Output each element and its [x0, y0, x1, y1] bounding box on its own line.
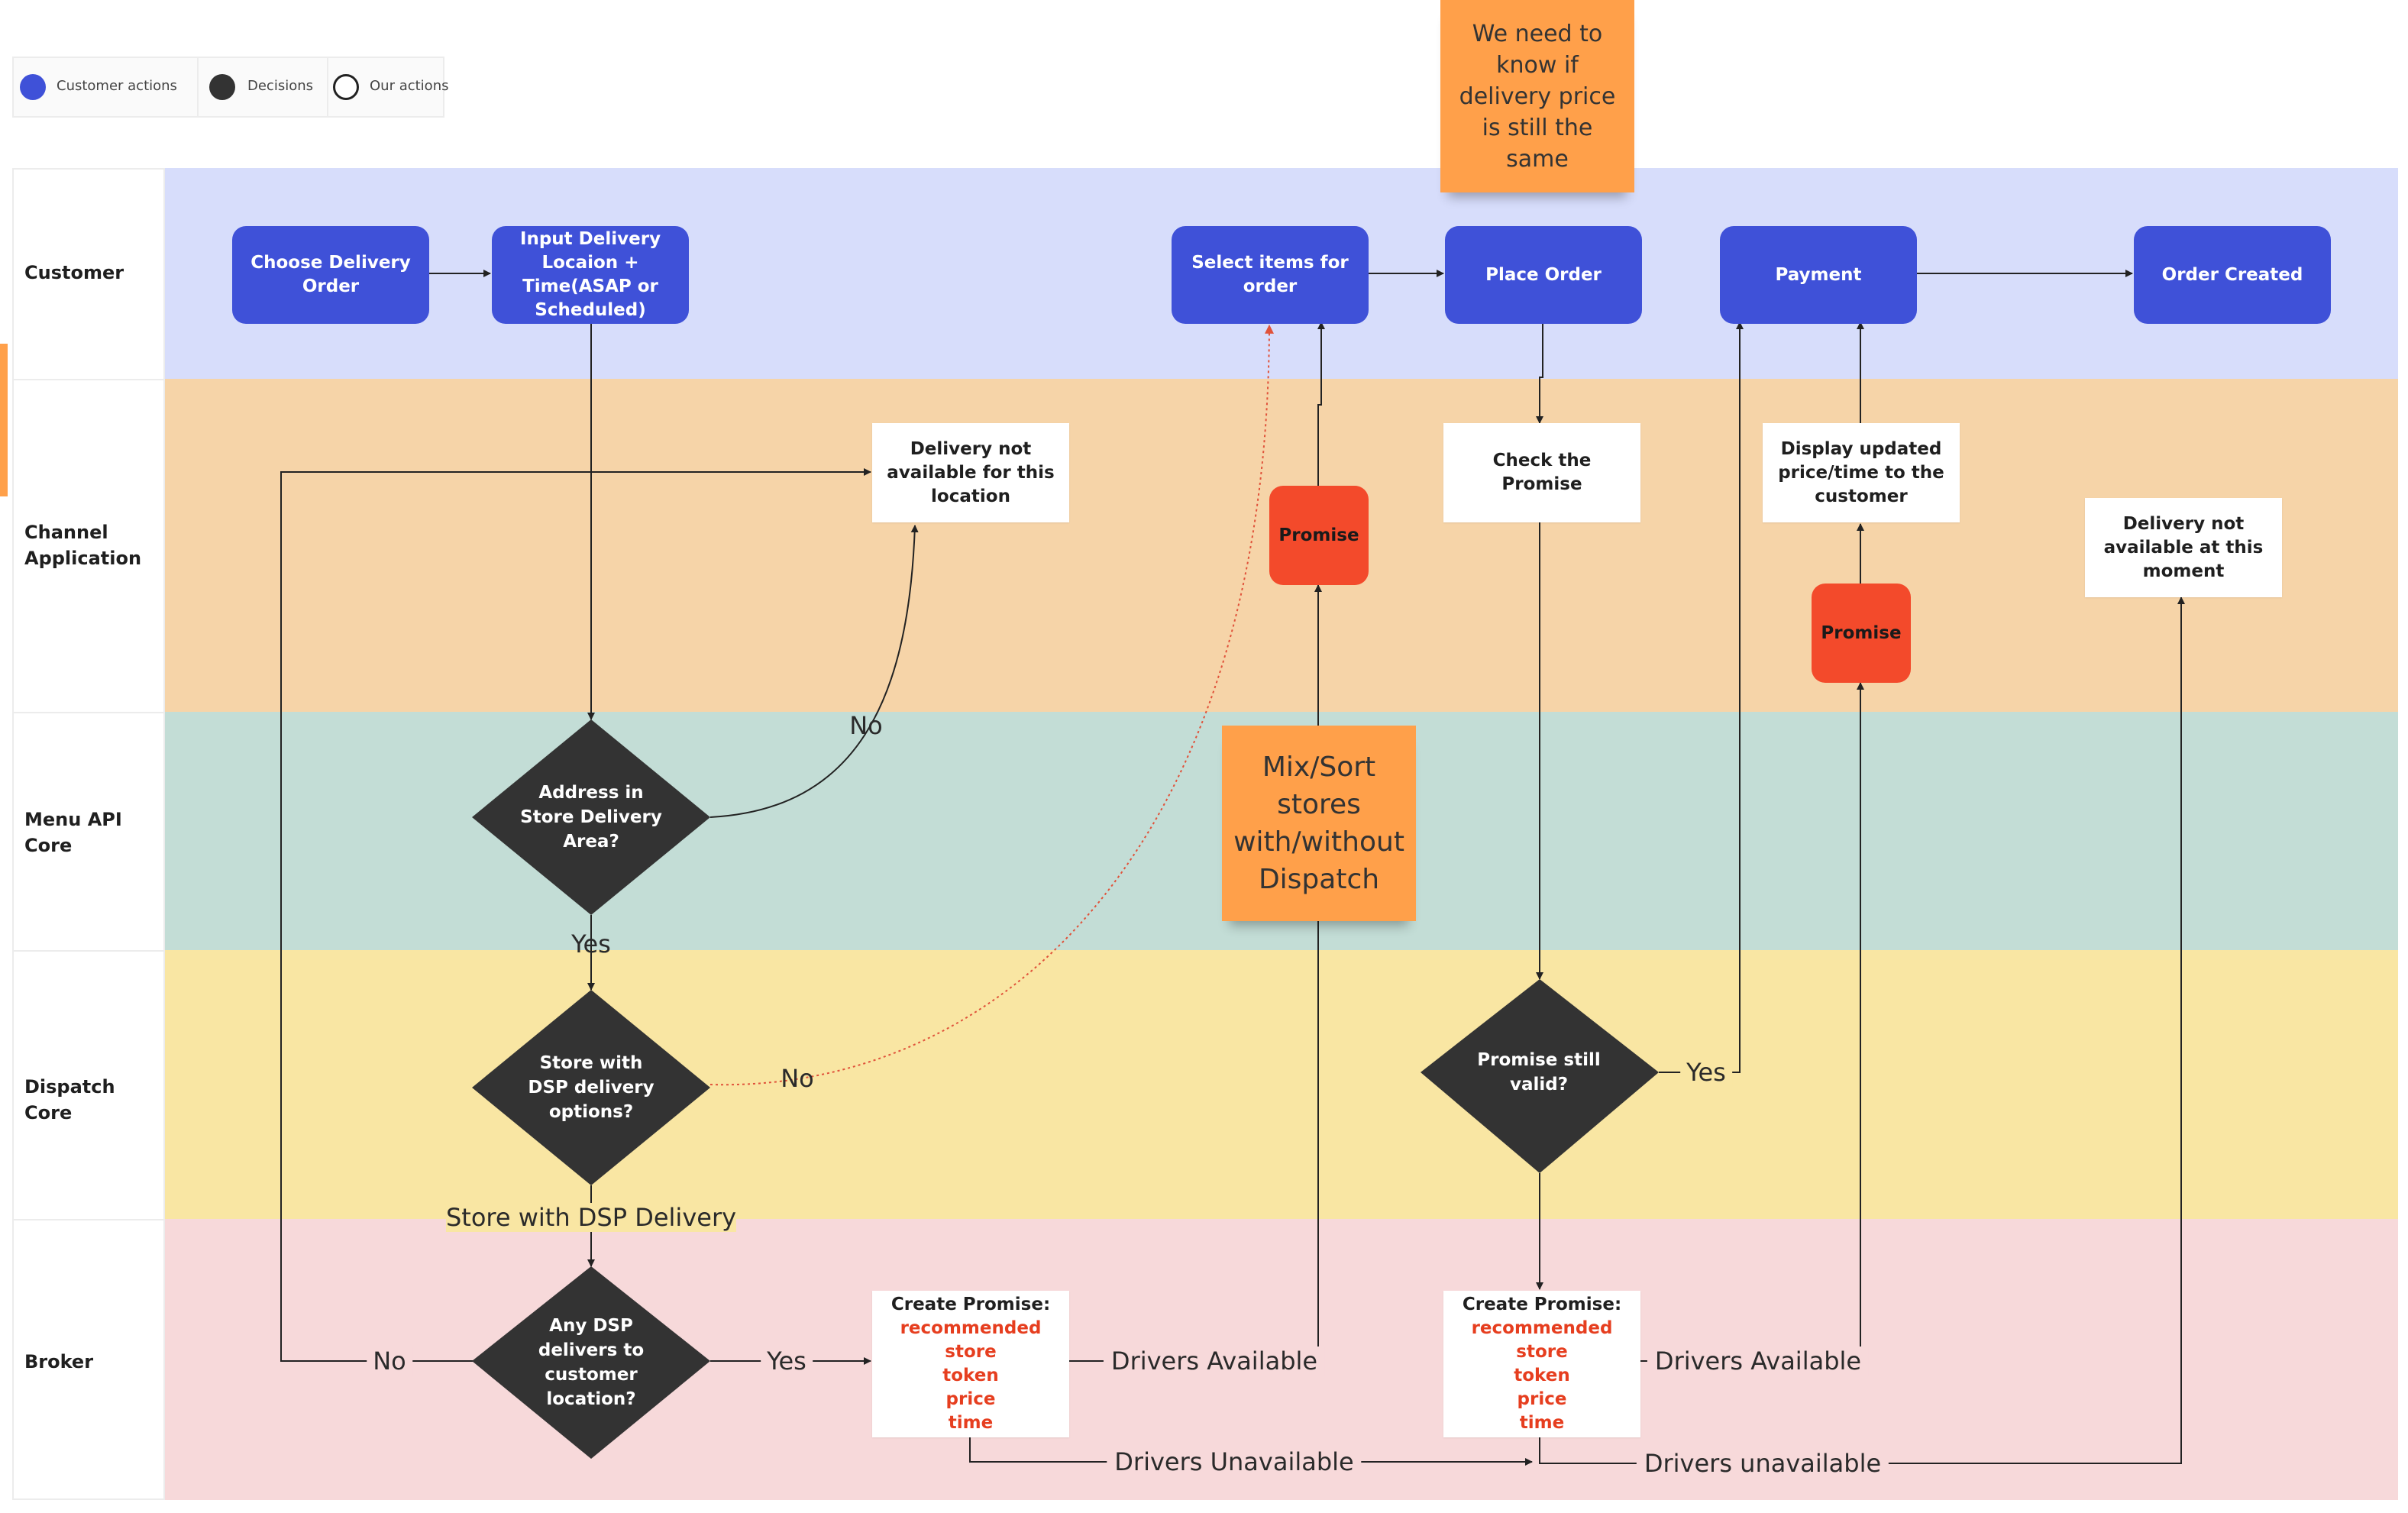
our-actions-dot-icon [333, 74, 359, 100]
edge-label-address-no: No [849, 711, 883, 740]
delivery-not-available-location-node: Delivery not available for this location [872, 423, 1069, 522]
edge-label-drivers-available-1: Drivers Available [1103, 1347, 1326, 1376]
diamond-any-dsp [472, 1266, 710, 1459]
lane-broker-header [12, 1219, 165, 1500]
sticky-note-delivery-price: We need to know if delivery price is sti… [1440, 0, 1634, 192]
create-promise-line: time [1519, 1413, 1565, 1433]
promise-node-2: Promise [1812, 584, 1911, 683]
customer-actions-dot-icon [20, 74, 46, 100]
lane-dispatch-core-header [12, 950, 165, 1220]
order-created-node[interactable]: Order Created [2134, 226, 2331, 324]
edge-drivers-available-2 [1639, 682, 1864, 1362]
input-delivery-location-node[interactable]: Input Delivery Locaion + Time(ASAP or Sc… [492, 226, 689, 324]
create-promise-line: time [948, 1413, 994, 1433]
any-dsp-label: Any DSP delivers to customer location? [538, 1316, 645, 1409]
legend-item-decisions: Decisions [197, 58, 328, 116]
edge-drivers-available-1 [1068, 584, 1322, 1362]
edge-label-store-with-dsp-delivery: Store with DSP Delivery [445, 1203, 737, 1232]
check-promise-node: Check the Promise [1443, 423, 1640, 522]
create-promise-title: Create Promise: [1462, 1295, 1622, 1314]
sticky-note-mix-sort: Mix/Sort stores with/without Dispatch [1222, 726, 1416, 921]
promise-valid-label: Promise still valid? [1477, 1050, 1601, 1094]
side-tab-marker [0, 344, 8, 496]
edge-label-anydsp-yes: Yes [761, 1347, 813, 1376]
create-promise-node-2: Create Promise: recommended store token … [1443, 1291, 1640, 1437]
create-promise-line: recommended store [1471, 1318, 1613, 1362]
diamond-promise-valid [1421, 979, 1659, 1173]
edge-address-no [709, 525, 919, 818]
diamond-store-with-dsp [472, 990, 710, 1185]
create-promise-line: price [945, 1389, 996, 1409]
create-promise-line: price [1517, 1389, 1567, 1409]
edge-place-to-check [1536, 322, 1543, 424]
edge-label-drivers-unavailable-1: Drivers Unavailable [1107, 1447, 1362, 1476]
place-order-node[interactable]: Place Order [1445, 226, 1642, 324]
lane-label-customer: Customer [24, 262, 124, 283]
legend-label: Decisions [247, 78, 314, 94]
promise-node-1: Promise [1269, 486, 1369, 585]
create-promise-title: Create Promise: [890, 1295, 1051, 1314]
legend-item-customer-actions: Customer actions [14, 58, 199, 116]
create-promise-node-1: Create Promise: recommended store token … [872, 1291, 1069, 1437]
edge-label-anydsp-no: No [367, 1347, 412, 1376]
lane-label-menu-api-core: Menu API Core [24, 809, 122, 856]
legend-item-our-actions: Our actions [327, 58, 448, 116]
edge-label-drivers-unavailable-2: Drivers unavailable [1636, 1449, 1889, 1478]
create-promise-line: token [942, 1366, 999, 1385]
lane-customer-header [12, 168, 165, 380]
decisions-dot-icon [209, 74, 235, 100]
edge-label-drivers-available-2: Drivers Available [1647, 1347, 1870, 1376]
lane-label-channel-application: Channel Application [24, 522, 142, 569]
diamond-address-in-area [472, 719, 710, 915]
store-with-dsp-label: Store with DSP delivery options? [528, 1053, 655, 1122]
legend: Customer actions Decisions Our actions [12, 57, 448, 118]
lane-label-broker: Broker [24, 1351, 94, 1372]
delivery-not-available-moment-node: Delivery not available at this moment [2085, 498, 2282, 597]
edge-promise1-to-select [1317, 322, 1325, 486]
edge-store-no-dotted [709, 324, 1274, 1086]
legend-label: Customer actions [57, 78, 177, 94]
choose-delivery-order-node[interactable]: Choose Delivery Order [232, 226, 429, 324]
create-promise-line: recommended store [900, 1318, 1042, 1362]
edge-label-valid-yes: Yes [1680, 1058, 1732, 1087]
edge-valid-yes [1659, 322, 1744, 1073]
edge-label-address-yes: Yes [571, 929, 611, 959]
payment-node[interactable]: Payment [1720, 226, 1917, 324]
legend-label: Our actions [370, 78, 449, 94]
edge-label-store-no: No [781, 1064, 814, 1093]
lane-channel-application-header [12, 379, 165, 713]
address-in-area-label: Address in Store Delivery Area? [520, 783, 662, 852]
display-updated-node: Display updated price/time to the custom… [1763, 423, 1960, 522]
create-promise-line: token [1514, 1366, 1570, 1385]
lane-menu-api-core-header [12, 712, 165, 952]
lane-label-dispatch-core: Dispatch Core [24, 1076, 115, 1123]
select-items-node[interactable]: Select items for order [1172, 226, 1369, 324]
